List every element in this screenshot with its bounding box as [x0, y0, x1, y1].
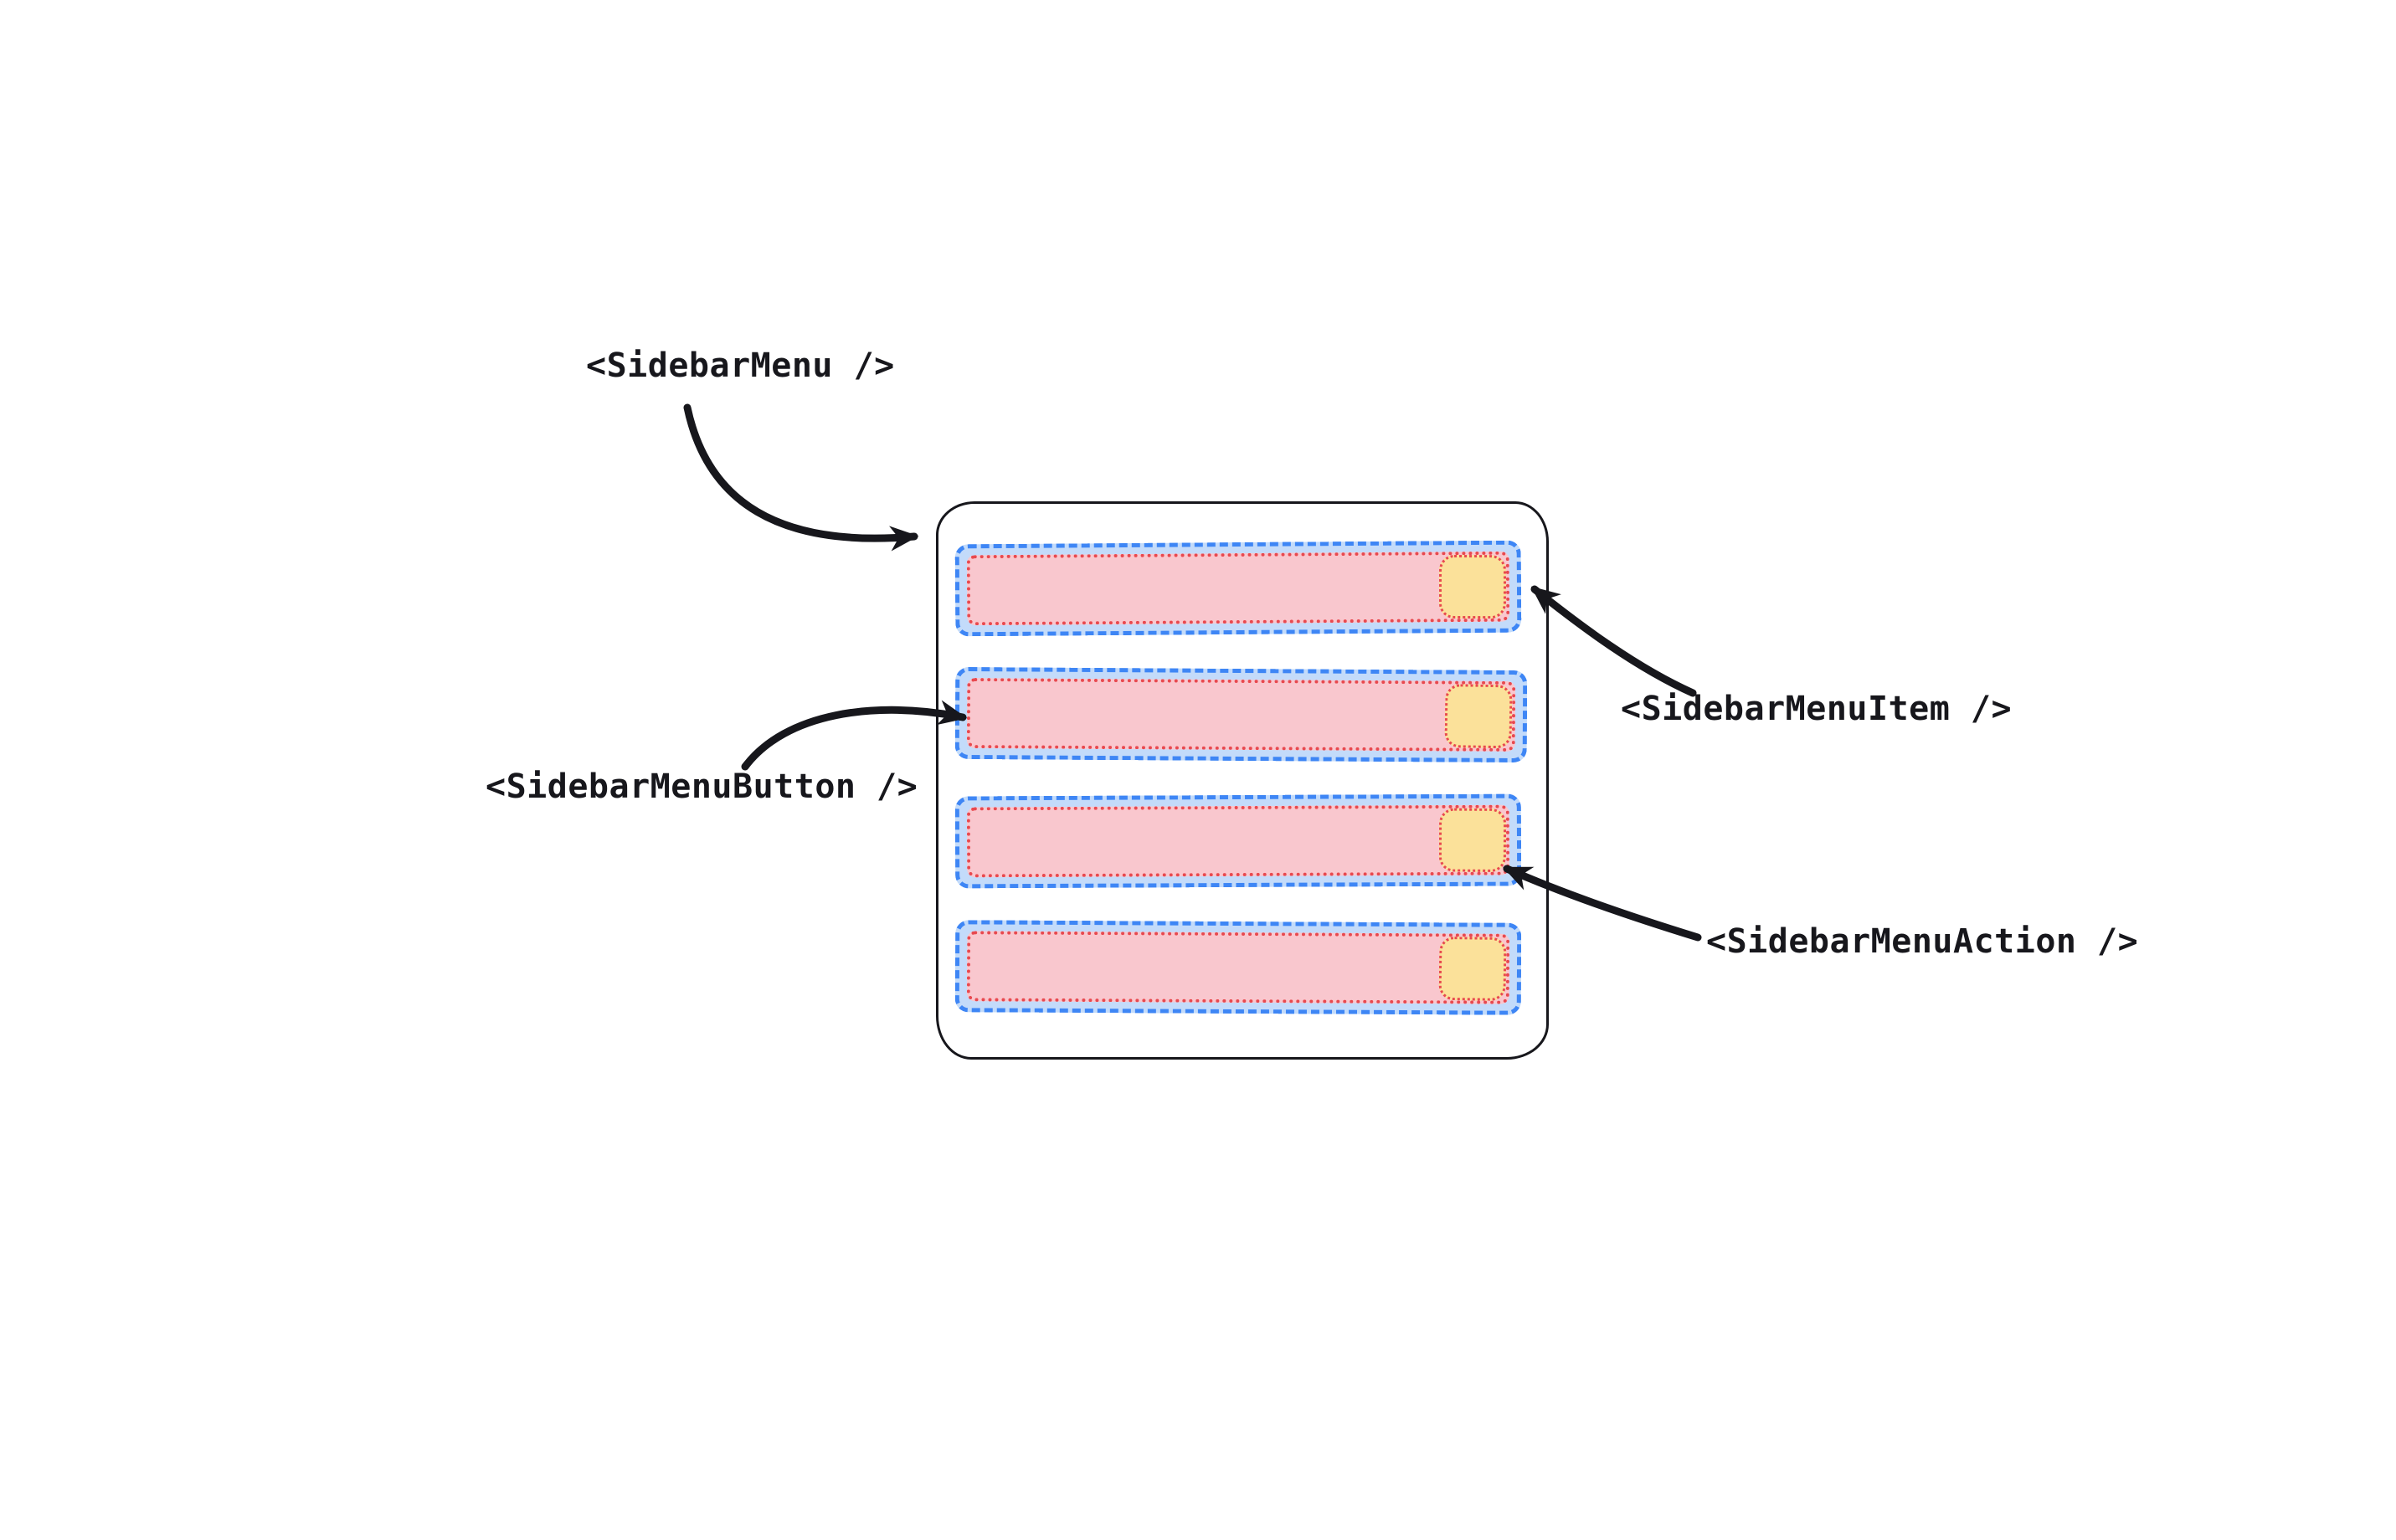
sidebar-menu-item	[954, 793, 1522, 889]
sidebar-menu-action	[1438, 936, 1507, 1002]
sidebar-menu-item	[954, 920, 1522, 1015]
sidebar-menu-item	[954, 540, 1522, 637]
sidebar-menu-item	[954, 666, 1528, 763]
sidebar-menu-action	[1438, 554, 1507, 619]
sidebar-menu-button	[966, 678, 1516, 752]
arrow-to-sidebar-menu	[683, 403, 919, 552]
sidebar-menu-button	[966, 804, 1510, 878]
sidebar-menu-action	[1438, 808, 1507, 872]
sidebar-menu-button	[966, 551, 1510, 626]
sidebar-menu-item-label: <SidebarMenuItem />	[1621, 690, 2013, 728]
sidebar-menu-label: <SidebarMenu />	[586, 346, 895, 385]
sidebar-menu-button	[966, 931, 1510, 1004]
sidebar-menu-container	[936, 501, 1549, 1060]
sidebar-menu-button-label: <SidebarMenuButton />	[486, 767, 918, 806]
arrow-to-sidebar-menu-item	[1530, 585, 1697, 697]
arrow-to-sidebar-menu-button	[741, 700, 968, 771]
sidebar-menu-action	[1444, 684, 1513, 749]
sidebar-menu-action-label: <SidebarMenuAction />	[1706, 922, 2139, 961]
